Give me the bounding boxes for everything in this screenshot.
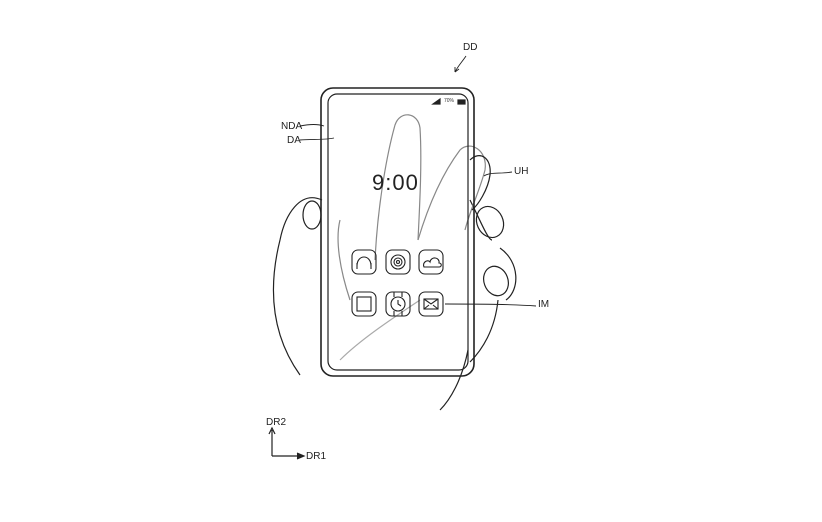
da-label: DA <box>287 135 301 146</box>
camera-icon <box>385 249 411 275</box>
nda-label: NDA <box>281 121 303 132</box>
headphones-icon <box>351 249 377 275</box>
user-hand <box>272 114 517 411</box>
display-area <box>327 93 469 371</box>
battery-icon <box>457 99 466 105</box>
direction-axes <box>268 426 306 460</box>
dr2-label: DR2 <box>266 417 287 428</box>
battery-text: 70% <box>444 98 455 104</box>
mail-icon <box>418 291 444 317</box>
dr1-label: DR1 <box>306 451 327 462</box>
app-icons <box>351 249 444 317</box>
signal-icon <box>431 97 441 105</box>
picture-icon <box>351 291 377 317</box>
device-body <box>320 87 475 377</box>
device-label: DD <box>463 42 478 53</box>
uh-label: UH <box>514 166 529 177</box>
im-label: IM <box>538 299 550 310</box>
clock: 9:00 <box>372 170 419 195</box>
cloud-icon <box>418 249 444 275</box>
watch-icon <box>385 291 411 317</box>
